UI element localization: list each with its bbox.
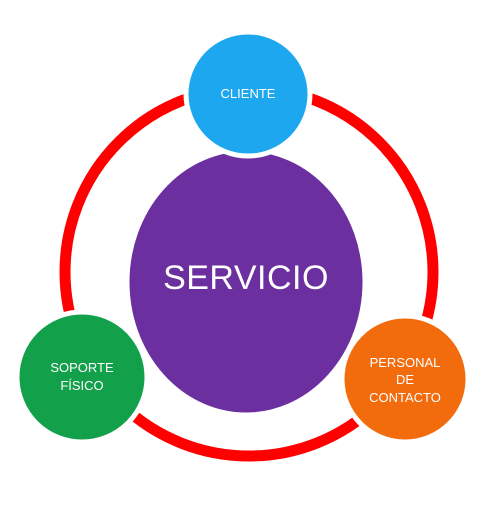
cliente-text: CLIENTE <box>220 86 276 102</box>
soporte-label: SOPORTE FÍSICO <box>18 342 146 412</box>
personal-text: PERSONAL DE CONTACTO <box>369 354 441 405</box>
soporte-text: SOPORTE FÍSICO <box>50 360 114 393</box>
cliente-circle <box>183 29 313 159</box>
personal-label: PERSONAL DE CONTACTO <box>343 340 467 420</box>
servicio-text: SERVICIO <box>163 259 329 298</box>
personal-circle <box>339 313 471 445</box>
center-label: SERVICIO <box>131 229 361 329</box>
cliente-label: CLIENTE <box>189 66 307 122</box>
soporte-circle <box>14 309 150 445</box>
